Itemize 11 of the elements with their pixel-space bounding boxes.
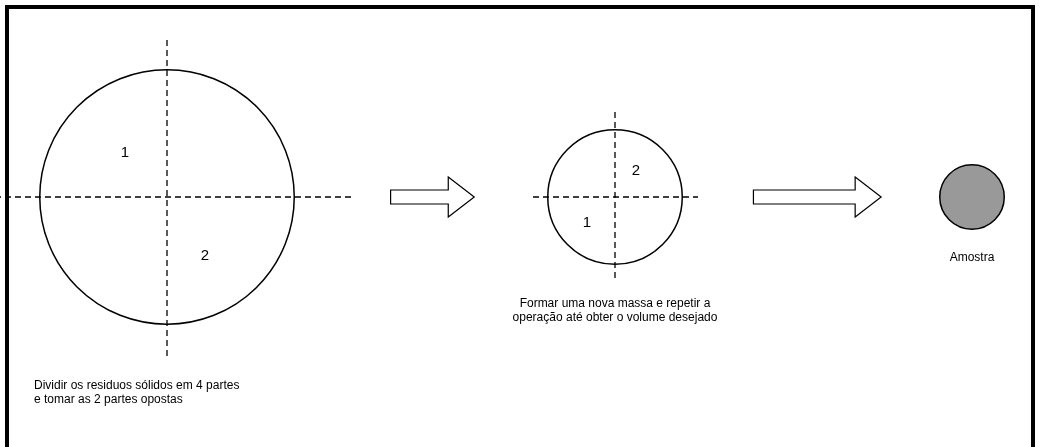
part-number: 1 bbox=[120, 144, 130, 160]
step-caption: Formar uma nova massa e repetir a operação até obter o volume desejado bbox=[511, 296, 719, 324]
block-arrow bbox=[390, 175, 476, 219]
block-arrow bbox=[752, 175, 883, 219]
step-caption: Amostra bbox=[948, 250, 996, 264]
step-caption: Dividir os residuos sólidos em 4 partes e tomar as 2 partes opostas bbox=[34, 378, 241, 406]
sample-circle bbox=[939, 164, 1005, 230]
quartered-circle bbox=[533, 112, 698, 279]
part-number: 2 bbox=[200, 247, 210, 263]
part-number: 2 bbox=[631, 162, 641, 178]
part-number: 1 bbox=[582, 214, 592, 230]
